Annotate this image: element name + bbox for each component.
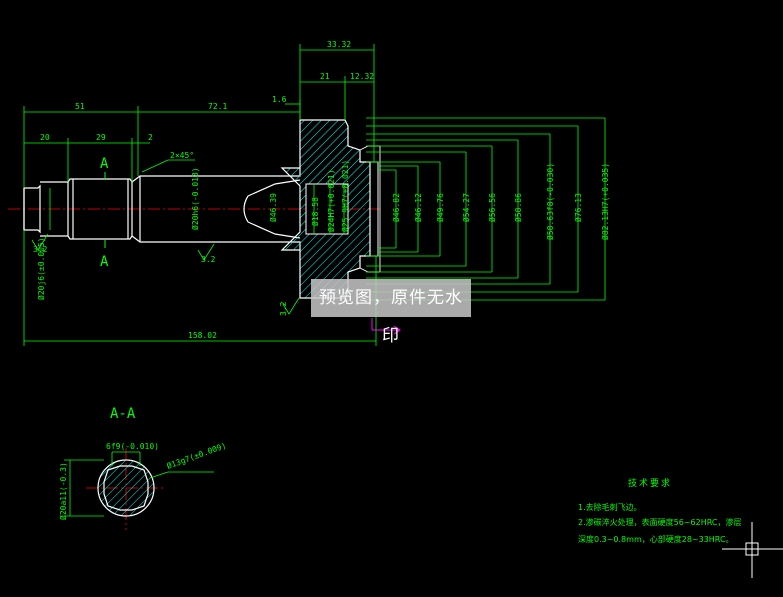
dim-1-6: 1.6 — [272, 95, 287, 104]
dim-phi-46-82: Ø46.82 — [391, 193, 401, 222]
dim-phi-left: Ø20j6(±0.005) — [36, 237, 46, 300]
dim-phi-24h7: Ø24H7(+0.021) — [326, 169, 336, 232]
dim-phi-82-13: Ø82.13H7(+0.035) — [600, 163, 610, 240]
preview-watermark: 预览图，原件无水印 — [311, 279, 471, 346]
section-marker-a-top: A — [100, 156, 109, 172]
dim-6f9: 6f9(-0.010) — [106, 442, 159, 451]
dim-phi-46-39: Ø46.39 — [268, 193, 278, 222]
tech-requirement-line-3: 深度0.3~0.8mm，心部硬度28~33HRC。 — [578, 535, 734, 544]
dim-roughness-a: 3.2 — [33, 245, 48, 254]
dim-phi-18-58: Ø18.58 — [310, 197, 320, 226]
dim-phi-58-63: Ø58.63f8(-0.030) — [545, 163, 555, 240]
dim-roughness-b: 3.2 — [201, 255, 216, 264]
dim-158-02: 158.02 — [188, 331, 217, 340]
dim-12-32: 12.32 — [350, 72, 374, 81]
dim-2: 2 — [148, 133, 153, 142]
dim-phi-25-9: Ø25.9H7(+0.021) — [340, 160, 350, 232]
section-aa-title: A-A — [110, 406, 136, 422]
dim-29: 29 — [96, 133, 106, 142]
dim-72-1: 72.1 — [208, 102, 227, 111]
gear-section-hatch — [280, 119, 379, 299]
dim-51: 51 — [75, 102, 85, 111]
dim-chamfer: 2×45° — [170, 151, 194, 160]
tech-requirement-line-2: 2.渗碳淬火处理，表面硬度56~62HRC，渗层 — [578, 518, 742, 527]
dim-phi-76-13: Ø76.13 — [573, 193, 583, 222]
ucs-icon — [371, 318, 401, 335]
dim-phi-54-27: Ø54.27 — [461, 193, 471, 222]
tech-requirement-line-1: 1.去除毛刺飞边。 — [578, 503, 642, 512]
dim-phi20-section: Ø20a11(-0.3) — [58, 462, 68, 520]
dim-phi-49-76: Ø49.76 — [435, 193, 445, 222]
section-marker-a-bottom: A — [100, 254, 109, 270]
dim-roughness-c: 3.2 — [279, 301, 288, 316]
dim-phi13-section: Ø13g7(±0.009) — [165, 440, 227, 471]
dim-phi-mid: Ø20h6(-0.013) — [190, 167, 200, 230]
dim-phi-58-86: Ø58.86 — [513, 193, 523, 222]
dim-33-32: 33.32 — [327, 40, 351, 49]
dim-phi-56-56: Ø56.56 — [487, 193, 497, 222]
dim-phi-46-12: Ø46.12 — [413, 193, 423, 222]
tech-requirements-title: 技术要求 — [628, 479, 673, 489]
dim-21: 21 — [320, 72, 330, 81]
section-aa-view — [64, 451, 214, 517]
cursor-crosshair — [722, 522, 783, 578]
dim-20: 20 — [40, 133, 50, 142]
